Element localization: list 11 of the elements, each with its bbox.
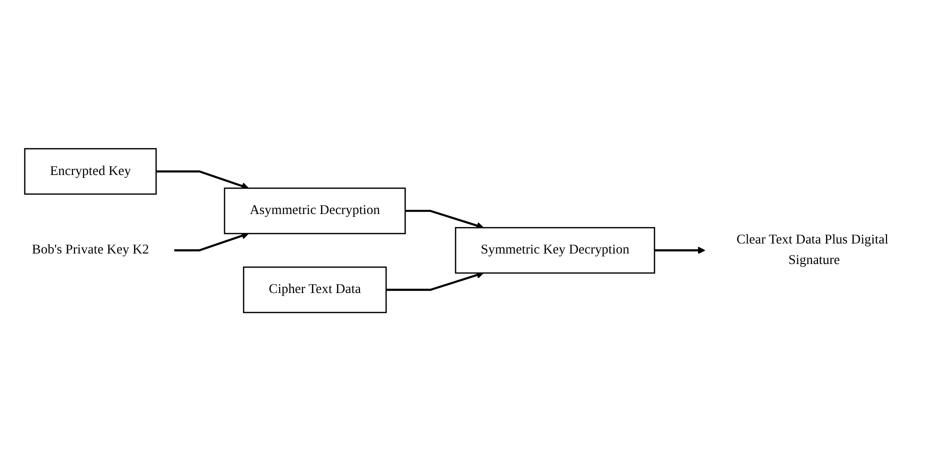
node-box: Cipher Text Data (242, 266, 387, 314)
node-box: Encrypted Key (24, 148, 157, 195)
node-box: Asymmetric Decryption (224, 187, 406, 234)
arrow (654, 246, 706, 254)
arrow (156, 170, 249, 190)
arrow (405, 210, 484, 230)
arrow (386, 271, 484, 291)
arrow (174, 232, 249, 252)
node-text: Bob's Private Key K2 (32, 242, 149, 257)
node-text: Clear Text Data Plus Digital Signature (736, 232, 888, 268)
node-box: Symmetric Key Decryption (454, 226, 656, 274)
